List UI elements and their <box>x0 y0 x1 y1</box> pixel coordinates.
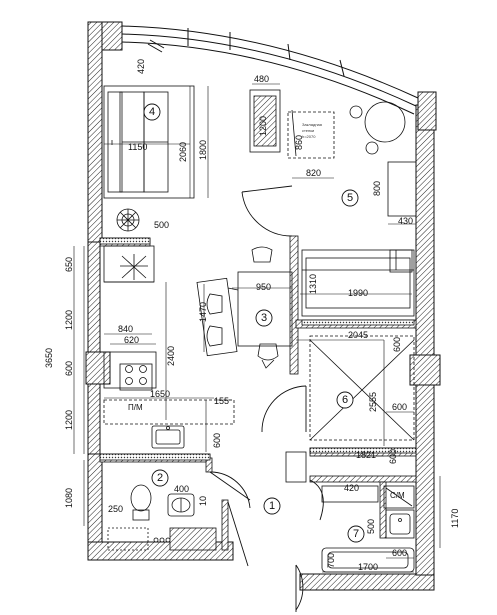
exterior-walls <box>85 21 441 591</box>
dim-2400: 2400 <box>166 346 176 366</box>
label-pm: П/М <box>128 403 143 412</box>
room-number-2: 2 <box>157 472 163 484</box>
curved-facade <box>121 25 419 115</box>
label-sm: С/М <box>390 491 405 500</box>
living-furniture <box>249 89 417 273</box>
dim-1310: 1310 <box>308 274 318 294</box>
room-number-7: 7 <box>353 528 359 540</box>
doors <box>209 185 324 612</box>
dim-1700: 1700 <box>358 562 378 572</box>
dim-600-left: 600 <box>64 361 74 376</box>
dim-600-wardrobe: 600 <box>392 337 402 352</box>
wardrobe <box>301 249 415 441</box>
dim-1150: 1150 <box>128 142 147 152</box>
dim-620: 620 <box>124 335 139 345</box>
dim-420-top: 420 <box>136 59 146 74</box>
dim-420-bath: 420 <box>344 483 359 493</box>
room-marker-4: 4 <box>143 103 161 121</box>
room-marker-1: 1 <box>263 497 281 515</box>
dim-2555: 2555 <box>368 392 378 412</box>
dim-2045: 2045 <box>348 330 368 340</box>
dim-10: 10 <box>198 496 208 506</box>
dim-600-sink: 600 <box>212 433 222 448</box>
dim-155: 155 <box>214 396 229 406</box>
room-number-3: 3 <box>261 312 267 324</box>
dim-500-bath: 500 <box>366 519 376 534</box>
dim-950: 950 <box>256 282 271 292</box>
dimension-labels: 420 480 1200 860 820 2060 1800 1150 500 … <box>44 59 460 572</box>
dim-430: 430 <box>398 216 413 226</box>
tv-note-1: Закладная <box>302 122 322 127</box>
room-number-4: 4 <box>149 106 155 118</box>
dim-860: 860 <box>294 135 304 150</box>
dim-1170: 1170 <box>450 509 460 528</box>
sofa <box>103 85 195 232</box>
dim-1200-mid: 1200 <box>64 310 74 330</box>
dim-1800: 1800 <box>198 140 208 160</box>
room-number-1: 1 <box>269 500 275 512</box>
dim-3650: 3650 <box>44 348 54 368</box>
dim-1990: 1990 <box>348 288 368 298</box>
kitchen <box>103 245 235 449</box>
dim-1200-low: 1200 <box>64 410 74 430</box>
dim-700: 700 <box>326 553 336 568</box>
room-marker-6: 6 <box>336 391 354 409</box>
dim-1821: 1821 <box>356 450 376 460</box>
dim-820: 820 <box>306 168 321 178</box>
dim-840: 840 <box>118 324 133 334</box>
dim-800: 800 <box>372 181 382 196</box>
dim-1650: 1650 <box>150 389 170 399</box>
room-marker-7: 7 <box>347 525 365 543</box>
dim-250: 250 <box>108 504 123 514</box>
dim-600-bath: 600 <box>388 449 398 464</box>
room-marker-3: 3 <box>255 309 273 327</box>
dim-1080: 1080 <box>64 488 74 508</box>
tv-note-3: h=2070 <box>302 134 316 139</box>
dim-600-basin: 600 <box>392 548 407 558</box>
dim-1200-tv: 1200 <box>258 116 268 136</box>
dim-650: 650 <box>64 257 74 272</box>
room-markers: 1 2 3 4 5 6 7 <box>143 103 365 543</box>
dim-1470: 1470 <box>198 302 208 322</box>
dim-480: 480 <box>254 74 269 84</box>
counters <box>99 237 417 461</box>
room-marker-2: 2 <box>151 469 169 487</box>
dim-2060: 2060 <box>178 142 188 162</box>
dim-600-right: 600 <box>392 402 407 412</box>
tv-note-2: стенки <box>302 128 314 133</box>
room-number-6: 6 <box>342 394 348 406</box>
dimension-lines <box>73 83 441 573</box>
room-marker-5: 5 <box>341 189 359 207</box>
dining-set <box>196 246 293 369</box>
room-number-5: 5 <box>347 192 353 204</box>
dim-500-rug: 500 <box>154 220 169 230</box>
dim-400: 400 <box>174 484 189 494</box>
